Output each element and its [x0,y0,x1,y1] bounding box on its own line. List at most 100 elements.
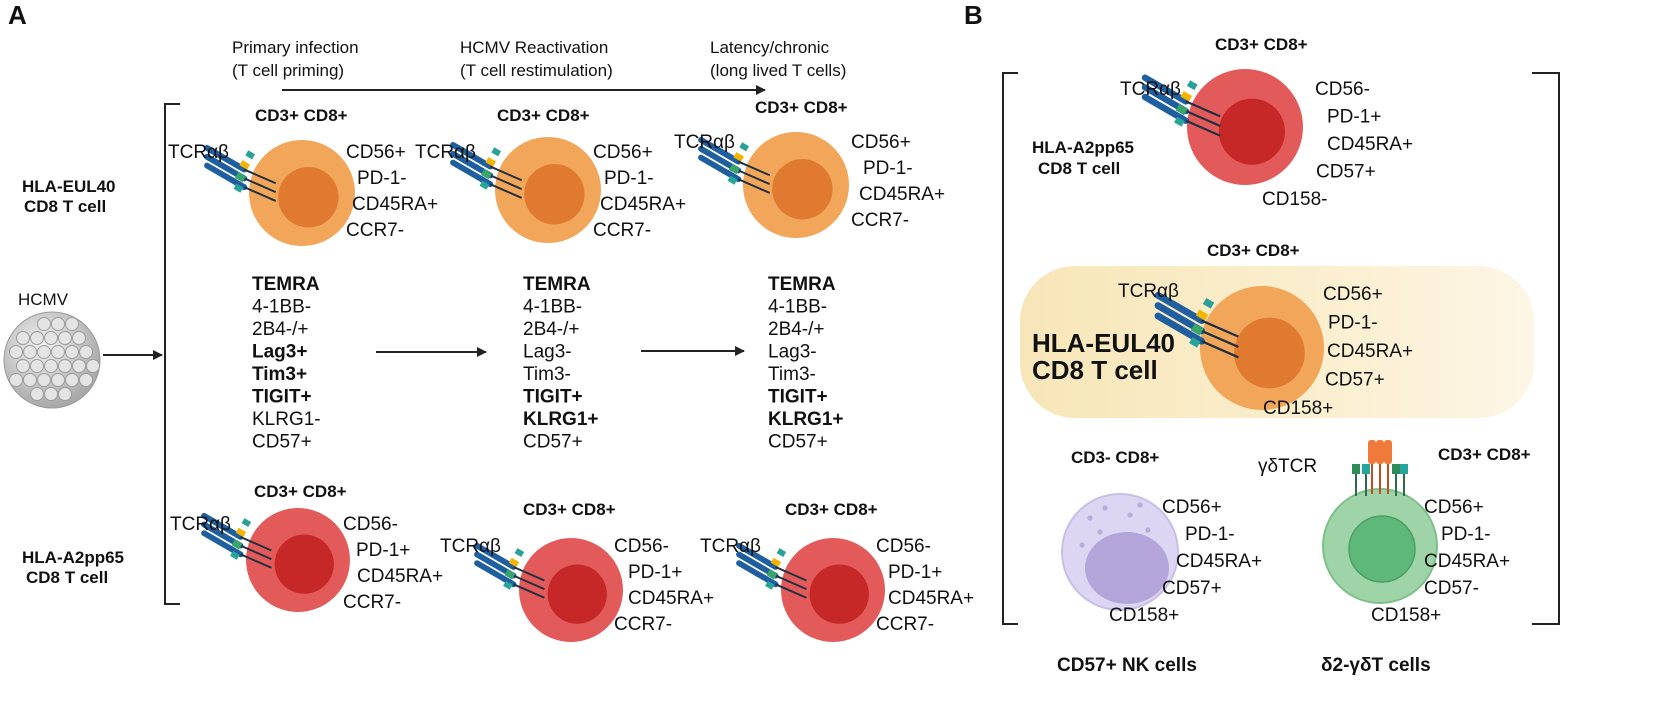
phenotype-2-0: TEMRA [768,274,836,295]
b-eul40-label-line1: HLA-EUL40 [1032,328,1175,358]
phenotype-1-6: KLRG1+ [523,409,599,430]
virus-capsomer [72,331,86,345]
phenotype-2-1: 4-1BB- [768,297,827,318]
row-label-eul40-line1: HLA-EUL40 [22,177,116,196]
b-eul40-cell [1154,286,1324,410]
timeline-stage3-line1: Latency/chronic [710,38,830,57]
phenotype-0-0: TEMRA [252,274,320,295]
nk-granule [1087,515,1093,521]
virus-capsomer [65,317,79,331]
a2pp65-cell-1-nucleus [547,564,607,624]
b-nk-marker-2: CD45RA+ [1176,551,1262,572]
tcr-receptor-icon [201,512,272,569]
eul40-cell-1-marker-3: CCR7- [593,220,651,241]
eul40-cell-2-marker-3: CCR7- [851,210,909,231]
eul40-cell-0-marker-2: CD45RA+ [352,194,438,215]
virus-capsomer [30,359,44,373]
a2pp65-cell-1-marker-3: CCR7- [614,614,672,635]
eul40-cell-2-marker-1: PD-1- [863,158,913,179]
virus-capsomer [58,359,72,373]
virus-capsomer [79,345,93,359]
panel-label-a: A [8,0,27,30]
a2pp65-cell-2-title: CD3+ CD8+ [785,500,878,519]
virus-capsomer [86,359,100,373]
tcr-receptor-icon [450,142,523,199]
virus-capsomer [9,373,23,387]
panel-b-bracket-left [1002,72,1018,625]
eul40-cell-2-title: CD3+ CD8+ [755,98,848,117]
eul40-cell-1-marker-0: CD56+ [593,142,653,163]
tcr-receptor-icon [1141,74,1221,137]
b-nk-title: CD3- CD8+ [1071,448,1159,467]
nk-cell-name: CD57+ NK cells [1057,655,1197,676]
gd-cell-nucleus [1348,515,1416,583]
eul40-cell-2-nucleus [772,159,833,220]
b-gd-marker-4: CD158+ [1371,605,1441,626]
a2pp65-cell-0-marker-3: CCR7- [343,592,401,613]
a2pp65-cell-2-marker-3: CCR7- [876,614,934,635]
eul40-cell-1-nucleus [524,164,585,225]
phenotype-0-7: CD57+ [252,432,312,453]
virus-label: HCMV [18,290,69,309]
a2pp65-cell-0-nucleus [274,534,334,594]
b-a2pp65-marker-1: PD-1+ [1327,107,1381,128]
a2pp65-cell-0-marker-0: CD56- [343,514,398,535]
a2pp65-cell-0-marker-1: PD-1+ [356,540,410,561]
tcr-receptor-icon [474,542,545,599]
phenotype-1-3: Lag3- [523,342,572,363]
b-gd-tcr-label: γδTCR [1258,456,1317,477]
virus-capsomer [58,387,72,401]
tcr-receptor-icon [736,542,807,599]
panel-a-bracket [164,103,180,605]
nk-granule [1102,505,1108,511]
b-nk-marker-1: PD-1- [1185,524,1235,545]
phenotype-2-2: 2B4-/+ [768,319,825,340]
timeline-stage2-line1: HCMV Reactivation [460,38,608,57]
virus-capsomer [58,331,72,345]
nk-cell [1061,493,1179,611]
a2pp65-cell-0-marker-2: CD45RA+ [357,566,443,587]
phenotype-1-5: TIGIT+ [523,387,583,408]
a2pp65-cell-0-title: CD3+ CD8+ [254,482,347,501]
b-a2pp65-label-line2: CD8 T cell [1038,159,1120,178]
eul40-cell-1-marker-1: PD-1- [604,168,654,189]
b-eul40-label-line2: CD8 T cell [1032,355,1158,385]
phenotype-columns: TEMRA4-1BB-2B4-/+Lag3+Tim3+TIGIT+KLRG1-C… [252,274,844,453]
eul40-cell-2 [698,132,849,238]
timeline: Primary infection (T cell priming) HCMV … [232,38,846,95]
timeline-stage2-line2: (T cell restimulation) [460,61,613,80]
phenotype-1-4: Tim3- [523,364,571,385]
b-gd-marker-2: CD45RA+ [1424,551,1510,572]
b-nk-marker-4: CD158+ [1109,605,1179,626]
a2pp65-cell-0 [201,508,350,612]
timeline-stage3-line2: (long lived T cells) [710,61,846,80]
virus-capsomer [23,345,37,359]
phenotype-2-6: KLRG1+ [768,409,844,430]
tcr-receptor-icon [698,137,771,194]
b-a2pp65-tcr-label: TCRαβ [1120,79,1181,100]
eul40-cell-0-title: CD3+ CD8+ [255,106,348,125]
eul40-cell-0-marker-0: CD56+ [346,142,406,163]
phenotype-1-1: 4-1BB- [523,297,582,318]
a2pp65-cell-1 [474,538,623,642]
eul40-cell-2-tcr-label: TCRαβ [674,132,735,153]
timeline-stage1-line1: Primary infection [232,38,359,57]
b-a2pp65-marker-4: CD158- [1262,189,1327,210]
phenotype-0-4: Tim3+ [252,364,307,385]
b-eul40-marker-3: CD57+ [1325,370,1385,391]
virus-capsomer [65,373,79,387]
panel-a-cells: CD3+ CD8+ TCRαβ CD56+ PD-1- CD45RA+ CCR7- CD3+… [168,98,974,642]
nk-granule [1127,512,1133,518]
phenotype-2-4: Tim3- [768,364,816,385]
eul40-cell-0-marker-3: CCR7- [346,220,404,241]
virus-capsomer [16,359,30,373]
b-eul40-marker-0: CD56+ [1323,284,1383,305]
virus-capsomer [51,345,65,359]
eul40-cell-1 [450,137,601,243]
b-eul40-marker-1: PD-1- [1328,313,1378,334]
row-label-a2pp65-line2: CD8 T cell [26,568,108,587]
b-a2pp65-cell-nucleus [1218,98,1286,165]
virus-capsomer [72,359,86,373]
tcr-receptor-icon [204,145,277,202]
